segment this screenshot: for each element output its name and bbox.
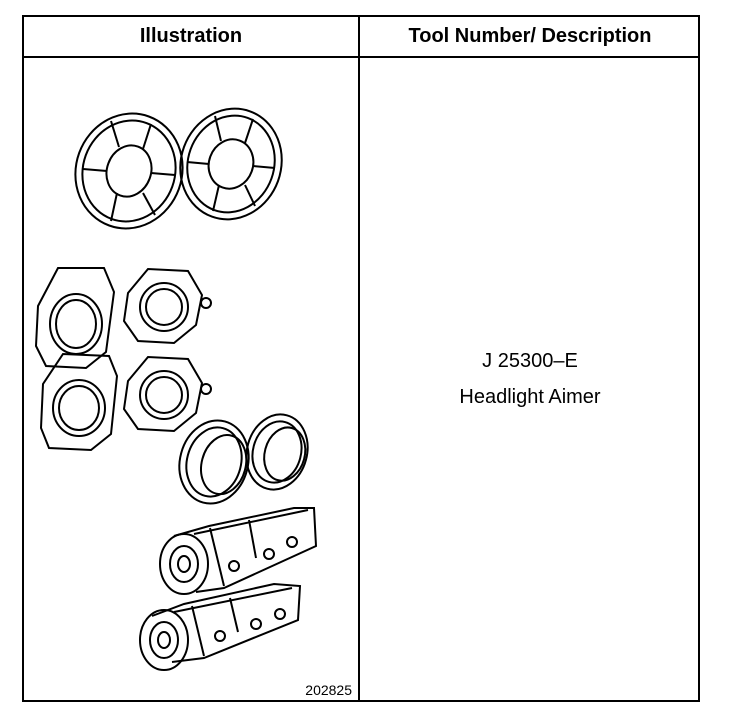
illustration-cell: 202825 bbox=[24, 58, 358, 700]
tool-number: J 25300–E bbox=[482, 350, 578, 372]
large-adapter-ring-icon bbox=[179, 107, 283, 221]
tool-description: Headlight Aimer bbox=[459, 386, 601, 408]
large-adapter-ring-icon bbox=[74, 112, 184, 230]
aimer-unit-icon bbox=[139, 582, 302, 671]
cylindrical-adapter-ring-icon bbox=[245, 413, 309, 491]
figure-number: 202825 bbox=[305, 682, 352, 698]
description-cell: J 25300–E Headlight Aimer bbox=[360, 58, 700, 700]
tool-description-header: Tool Number/ Description bbox=[408, 25, 652, 47]
aimer-unit-icon bbox=[159, 507, 318, 595]
headlight-aimer-kit-icon bbox=[34, 107, 318, 671]
hex-adapter-icon bbox=[34, 267, 116, 370]
cylindrical-adapter-ring-icon bbox=[178, 419, 250, 505]
column-divider bbox=[358, 17, 360, 700]
hex-adapter-icon bbox=[122, 267, 212, 345]
illustration-header: Illustration bbox=[139, 25, 243, 47]
hex-adapter-icon bbox=[122, 355, 212, 433]
tool-table: Illustration Tool Number/ Description bbox=[22, 15, 700, 702]
header-divider bbox=[24, 56, 698, 58]
hex-adapter-icon bbox=[39, 352, 119, 452]
